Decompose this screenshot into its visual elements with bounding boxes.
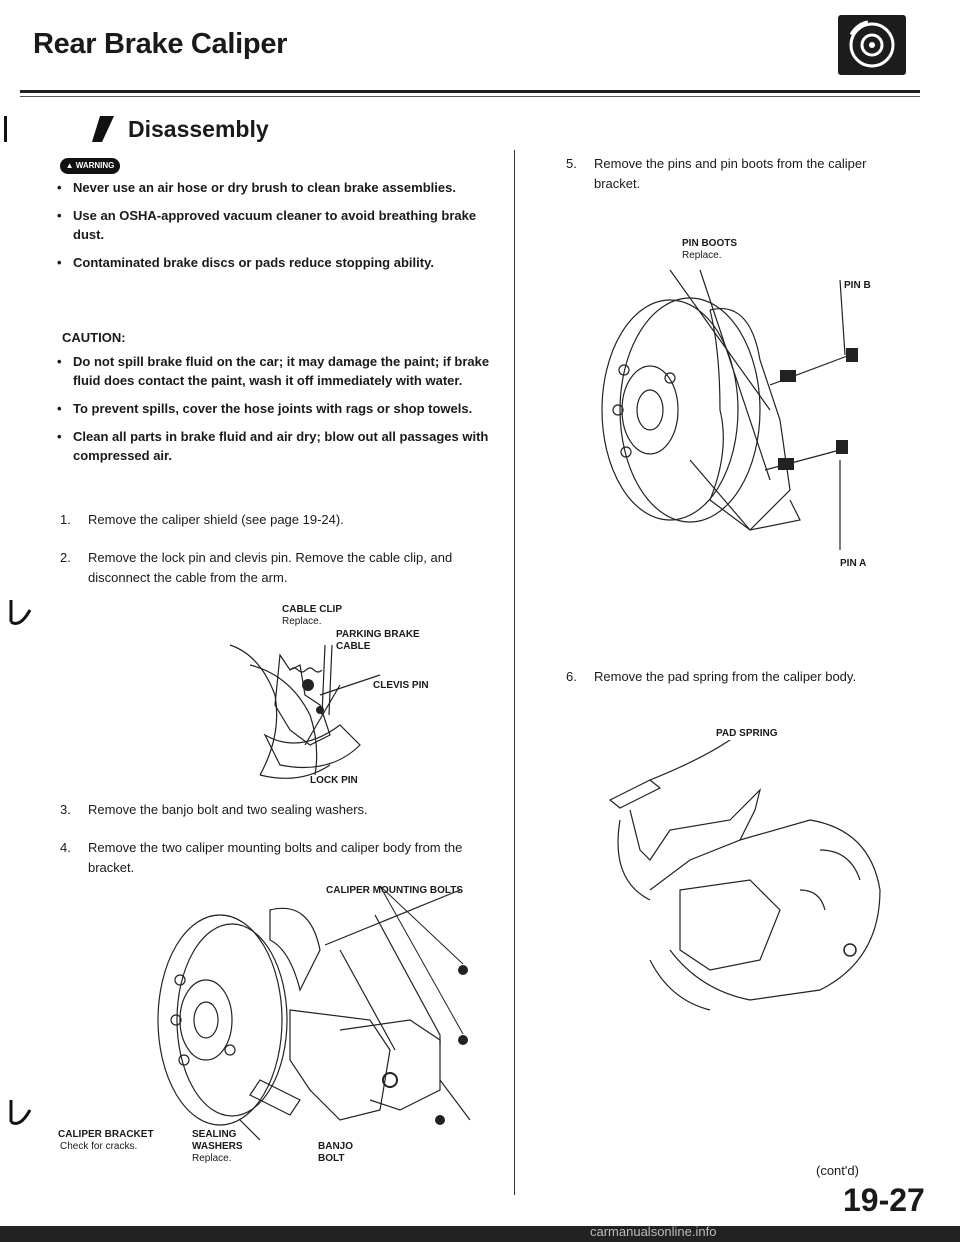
label-caliper-mounting-bolts: CALIPER MOUNTING BOLTS bbox=[326, 885, 464, 896]
label-cable-clip: CABLE CLIP bbox=[282, 604, 342, 615]
step-1: 1.Remove the caliper shield (see page 19… bbox=[60, 512, 344, 527]
header-rule-thin bbox=[20, 96, 920, 97]
continued-note: (cont'd) bbox=[816, 1163, 859, 1178]
label-sealing-washers-sub: Replace. bbox=[192, 1153, 232, 1164]
brake-disc-glyph bbox=[849, 20, 895, 68]
step-4: 4.Remove the two caliper mounting bolts … bbox=[60, 840, 463, 875]
step-3: 3.Remove the banjo bolt and two sealing … bbox=[60, 802, 368, 817]
warning-badge: ▲ WARNING bbox=[60, 158, 120, 174]
warning-badge-label: WARNING bbox=[75, 161, 115, 170]
header-rule bbox=[20, 90, 920, 93]
label-pin-a: PIN A bbox=[840, 558, 867, 569]
caution-item: •To prevent spills, cover the hose joint… bbox=[57, 401, 473, 416]
pin-boots-diagram bbox=[601, 269, 858, 550]
label-pad-spring: PAD SPRING bbox=[716, 728, 778, 739]
warning-item: •Never use an air hose or dry brush to c… bbox=[57, 180, 456, 195]
caution-item: •Do not spill brake fluid on the car; it… bbox=[57, 354, 490, 388]
page-number: 19-27 bbox=[843, 1182, 925, 1218]
warning-list: •Never use an air hose or dry brush to c… bbox=[55, 178, 505, 281]
section-title: Disassembly bbox=[128, 116, 269, 142]
label-cable-clip-sub: Replace. bbox=[282, 616, 322, 627]
label-caliper-bracket: CALIPER BRACKET bbox=[58, 1129, 154, 1140]
watermark: carmanualsonline.info bbox=[590, 1224, 717, 1239]
label-sealing-washers: SEALING WASHERS bbox=[192, 1129, 243, 1152]
caution-item: •Clean all parts in brake fluid and air … bbox=[57, 429, 489, 463]
label-clevis-pin: CLEVIS PIN bbox=[373, 680, 429, 691]
caliper-assembly-diagram bbox=[157, 885, 471, 1141]
column-divider bbox=[514, 150, 515, 1195]
caution-title: CAUTION: bbox=[62, 330, 126, 345]
step-6: 6.Remove the pad spring from the caliper… bbox=[566, 669, 857, 684]
page-title: Rear Brake Caliper bbox=[33, 28, 288, 60]
warning-item: •Contaminated brake discs or pads reduce… bbox=[57, 255, 434, 270]
brake-disc-icon bbox=[838, 15, 906, 75]
step-5: 5.Remove the pins and pin boots from the… bbox=[566, 156, 867, 191]
caution-list: •Do not spill brake fluid on the car; it… bbox=[55, 352, 505, 474]
label-pin-b: PIN B bbox=[844, 280, 871, 291]
label-pin-boots: PIN BOOTS bbox=[682, 238, 738, 249]
pad-spring-diagram bbox=[608, 740, 881, 1011]
warning-item: •Use an OSHA-approved vacuum cleaner to … bbox=[57, 208, 477, 242]
label-pin-boots-sub: Replace. bbox=[682, 250, 722, 261]
label-lock-pin: LOCK PIN bbox=[310, 775, 358, 786]
label-caliper-bracket-sub: Check for cracks. bbox=[60, 1141, 138, 1152]
label-parking-brake-cable: PARKING BRAKE CABLE bbox=[336, 629, 420, 652]
step-2: 2.Remove the lock pin and clevis pin. Re… bbox=[60, 550, 453, 585]
parking-brake-cable-diagram bbox=[229, 644, 381, 779]
margin-mark bbox=[4, 116, 7, 142]
footer-bar bbox=[0, 1226, 960, 1242]
label-banjo-bolt: BANJO BOLT bbox=[318, 1141, 354, 1164]
